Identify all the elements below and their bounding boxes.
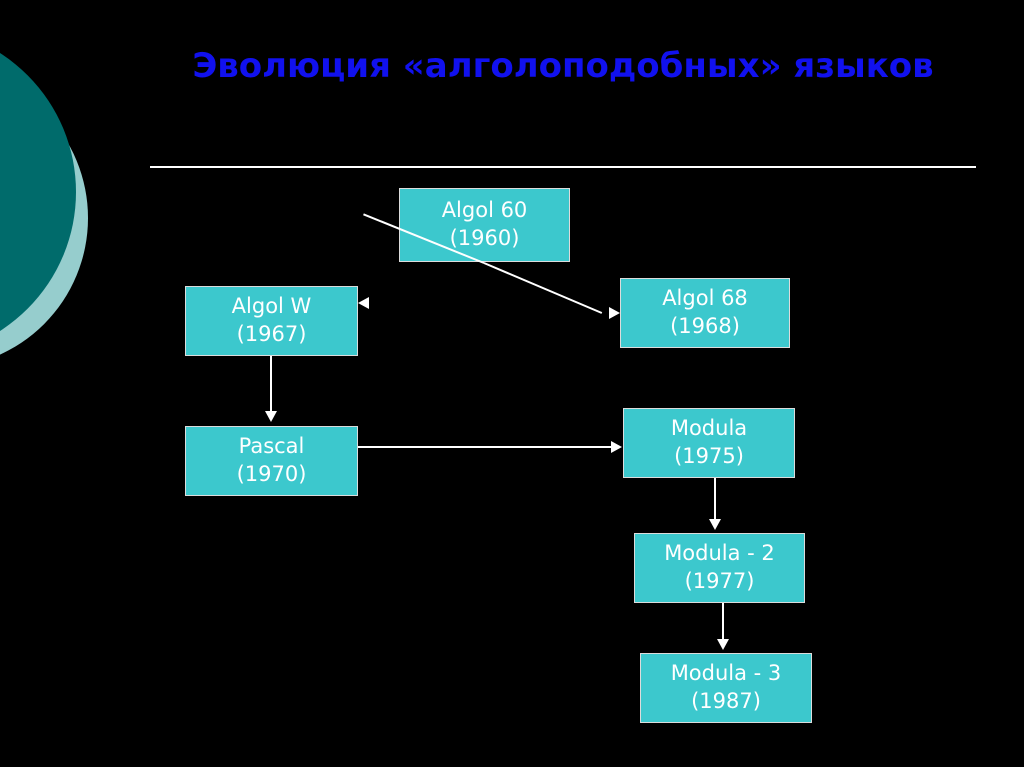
node-pascal-year: (1970) [236,462,307,486]
arrowhead-modula3 [717,639,729,650]
node-modula3[interactable]: Modula - 3 (1987) [640,653,812,723]
node-algol68-year: (1968) [670,314,740,338]
node-algolw-name: Algol W [231,294,312,319]
node-algol68[interactable]: Algol 68 (1968) [620,278,790,348]
node-modula3-year: (1987) [691,689,761,713]
node-modula[interactable]: Modula (1975) [623,408,795,478]
node-modula2[interactable]: Modula - 2 (1977) [634,533,805,603]
node-algolw-year: (1967) [236,322,307,346]
page-title: Эволюция «алголоподобных» языков [192,46,934,86]
edge-modula-to-modula2 [714,478,716,520]
edge-algolw-to-pascal [270,356,272,413]
title-divider [150,166,976,168]
decorative-dark-circle [0,27,76,357]
node-algol60-name: Algol 60 [441,198,528,223]
arrowhead-algolw [358,297,369,309]
node-pascal-name: Pascal [238,434,305,459]
edge-pascal-to-modula [358,446,612,448]
node-modula3-name: Modula - 3 [670,661,782,686]
node-modula-name: Modula [670,416,748,441]
node-modula2-name: Modula - 2 [664,541,775,566]
node-algolw[interactable]: Algol W (1967) [185,286,358,356]
arrowhead-modula2 [709,519,721,530]
node-algol68-name: Algol 68 [662,286,748,311]
node-modula-year: (1975) [674,444,744,468]
decorative-light-circle [0,68,88,368]
node-modula2-year: (1977) [684,569,755,593]
edge-modula2-to-modula3 [722,603,724,641]
arrowhead-pascal [265,411,277,422]
arrowhead-modula [611,441,622,453]
edge-algol60-to-algol68 [483,262,603,314]
node-algol60[interactable]: Algol 60 (1960) [399,188,570,262]
arrowhead-algol68 [609,307,620,319]
node-pascal[interactable]: Pascal (1970) [185,426,358,496]
node-algol60-year: (1960) [449,226,520,250]
